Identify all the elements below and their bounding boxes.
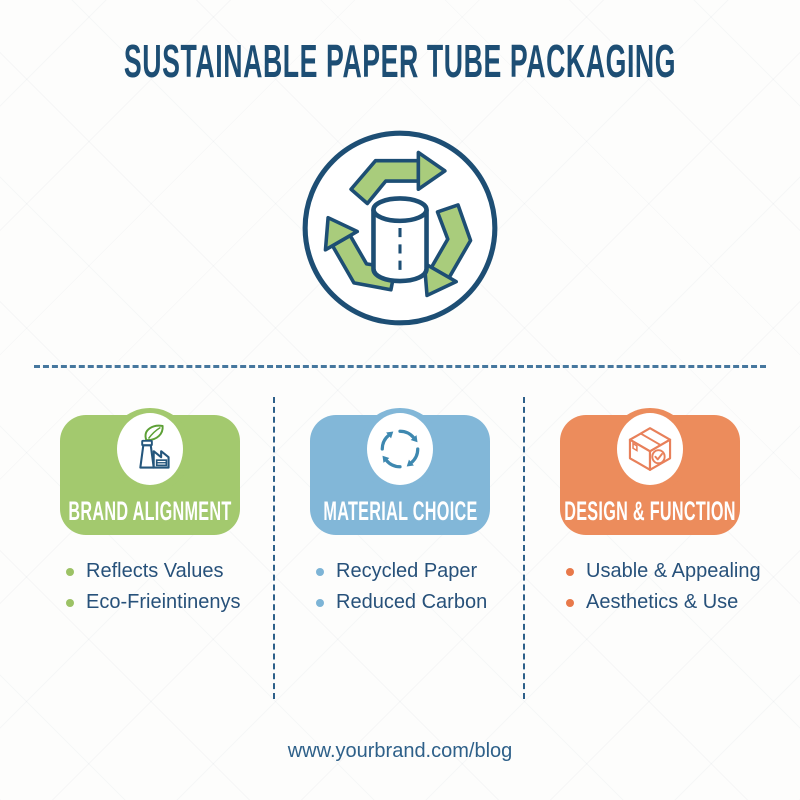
recycling-paper-tube-icon: [298, 126, 502, 330]
package-check-icon: [617, 413, 683, 485]
vertical-dashed-divider-1: [273, 397, 275, 699]
list-item: Reflects Values: [66, 556, 271, 587]
bullet-label: Eco-Frieintinenys: [86, 591, 241, 613]
bullet-dot-icon: [66, 567, 74, 576]
bullet-label: Reflects Values: [86, 560, 224, 582]
card-design-function: DESIGN & FUNCTION: [560, 408, 740, 535]
paper-tube: [371, 196, 429, 284]
card-material-choice: MATERIAL CHOICE: [310, 408, 490, 535]
list-item: Eco-Frieintinenys: [66, 587, 271, 618]
recycle-arrows-icon: [367, 413, 433, 485]
list-item: Aesthetics & Use: [566, 587, 771, 618]
list-item: Recycled Paper: [316, 556, 521, 587]
bullet-dot-icon: [316, 598, 324, 607]
bullet-dot-icon: [66, 598, 74, 607]
list-item: Reduced Carbon: [316, 587, 521, 618]
card-label: DESIGN & FUNCTION: [564, 496, 736, 526]
card-label: BRAND ALIGNMENT: [68, 496, 232, 526]
card-label: MATERIAL CHOICE: [322, 496, 478, 526]
bullet-label: Aesthetics & Use: [586, 591, 739, 613]
horizontal-dashed-divider: [34, 365, 766, 368]
bullet-dot-icon: [566, 598, 574, 607]
vertical-dashed-divider-2: [523, 397, 525, 699]
bullet-list-material-choice: Recycled Paper Reduced Carbon: [316, 556, 521, 618]
bullet-dot-icon: [566, 567, 574, 576]
bullet-label: Recycled Paper: [336, 560, 478, 582]
bullet-label: Reduced Carbon: [336, 591, 488, 613]
bullet-list-brand-alignment: Reflects Values Eco-Frieintinenys: [66, 556, 271, 618]
list-item: Usable & Appealing: [566, 556, 771, 587]
bullet-list-design-function: Usable & Appealing Aesthetics & Use: [566, 556, 771, 618]
factory-leaf-icon: [117, 413, 183, 485]
bullet-dot-icon: [316, 567, 324, 576]
bullet-label: Usable & Appealing: [586, 560, 761, 582]
page-title: SUSTAINABLE PAPER TUBE PACKAGING: [123, 35, 677, 87]
header: SUSTAINABLE PAPER TUBE PACKAGING: [0, 38, 800, 84]
footer-url: www.yourbrand.com/blog: [287, 740, 513, 762]
card-brand-alignment: BRAND ALIGNMENT: [60, 408, 240, 535]
